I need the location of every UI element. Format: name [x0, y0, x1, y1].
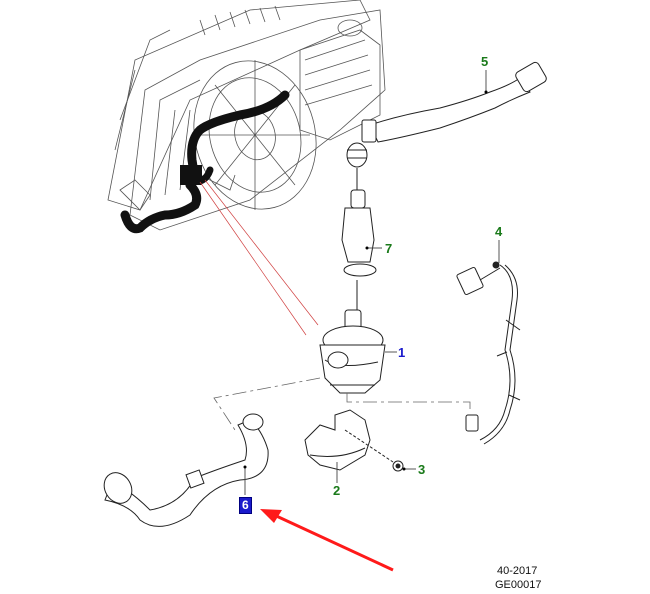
- radiator-fan-assembly: [107, 0, 386, 231]
- callout-5[interactable]: 5: [481, 54, 489, 69]
- radiator-hoses: [120, 90, 290, 234]
- assembly-leader-lines: [213, 377, 471, 431]
- red-arrow: [260, 509, 394, 572]
- wiring-harness: [456, 261, 521, 445]
- revision-code: 40-2017: [497, 565, 538, 577]
- pump-inlet-hose: [341, 168, 377, 310]
- upper-coolant-hose: [346, 61, 547, 168]
- callout-3[interactable]: 3: [418, 462, 426, 477]
- leader-dots: [243, 90, 488, 471]
- lower-coolant-hose: [103, 413, 269, 527]
- callout-4[interactable]: 4: [495, 224, 503, 239]
- figure-code: GE00017: [495, 579, 542, 591]
- callout-6[interactable]: 6: [239, 497, 252, 514]
- reference-lines: [199, 179, 319, 336]
- callout-leaders: [244, 70, 500, 495]
- coolant-pump: [319, 309, 386, 394]
- callout-7[interactable]: 7: [385, 241, 393, 256]
- bracket-bolt: [392, 460, 404, 472]
- callout-1[interactable]: 1: [398, 345, 406, 360]
- pump-bracket: [304, 409, 394, 471]
- callout-2[interactable]: 2: [333, 483, 341, 498]
